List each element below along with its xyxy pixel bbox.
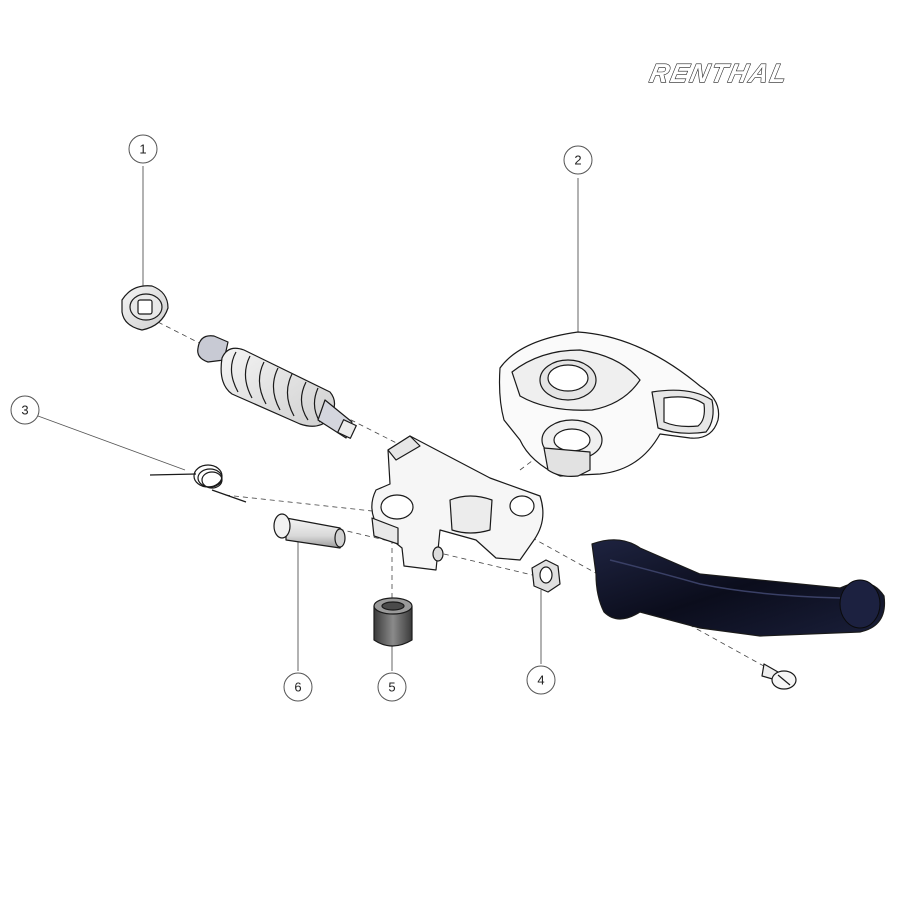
- adjuster-spring-part: [197, 335, 357, 439]
- bushing-part: [373, 597, 413, 647]
- callout-balloon-6: 6: [283, 672, 313, 702]
- callout-label-4: 4: [537, 673, 544, 688]
- callout-balloon-1: 1: [128, 134, 158, 164]
- callout-label-2: 2: [574, 153, 581, 168]
- callout-balloon-5: 5: [377, 672, 407, 702]
- pivot-pin-part: [273, 513, 346, 549]
- callout-balloon-3: 3: [10, 395, 40, 425]
- brake-lever-part: [591, 539, 886, 637]
- leader-lines: [37, 166, 579, 671]
- callout-label-5: 5: [388, 680, 395, 695]
- callout-label-3: 3: [21, 403, 28, 418]
- torsion-spring-part: [149, 464, 247, 503]
- adjuster-cap-part: [121, 285, 169, 331]
- callout-label-1: 1: [139, 142, 146, 157]
- master-cylinder-body-part: [498, 331, 720, 477]
- callout-balloon-2: 2: [563, 145, 593, 175]
- renthal-logo: RENTHAL: [647, 58, 791, 88]
- adjuster-screw-part: [761, 663, 797, 690]
- callout-balloon-4: 4: [526, 665, 556, 695]
- nut-part: [531, 559, 561, 593]
- lever-bracket-part: [371, 435, 544, 571]
- leader-line-3: [37, 415, 186, 471]
- callout-label-6: 6: [294, 680, 301, 695]
